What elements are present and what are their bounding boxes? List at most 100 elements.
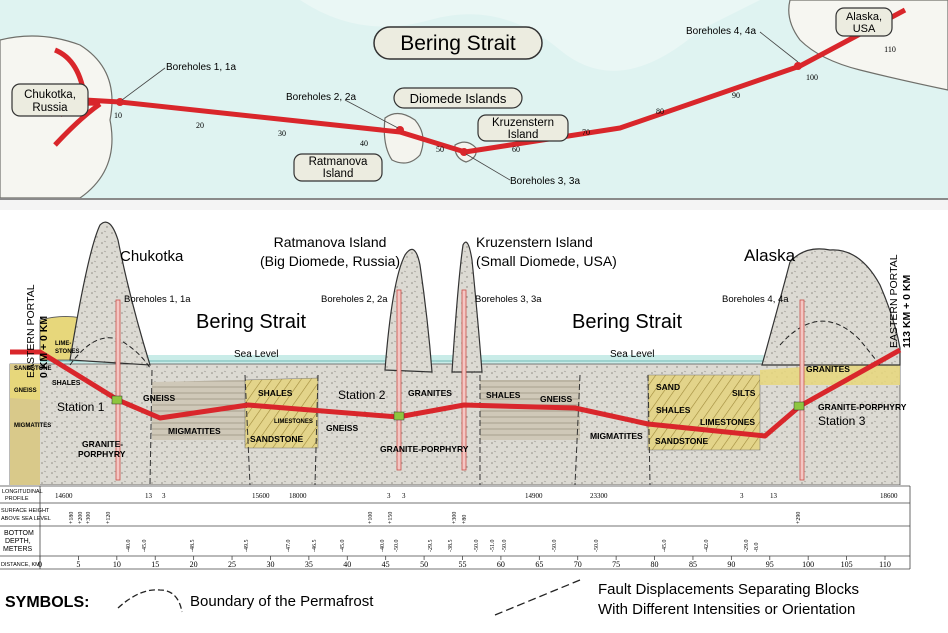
row-label-depth: DEPTH, <box>5 538 31 545</box>
map-title-box <box>373 26 543 60</box>
distance-label: 100 <box>802 560 814 569</box>
depth-value: -40.0 <box>126 540 132 553</box>
map-km-mark: 100 <box>806 73 818 82</box>
map-km-mark: 80 <box>656 107 664 116</box>
distance-label: 70 <box>574 560 582 569</box>
geo-migmatites-right: MIGMATITES <box>590 431 643 441</box>
geo-granite-porphyry-right: GRANITE-PORPHYRY <box>818 402 907 412</box>
depth-value: -38.5 <box>448 540 454 553</box>
alaska-map-label: Alaska, <box>846 11 882 23</box>
distance-label: 15 <box>151 560 159 569</box>
geo-migmatites: MIGMATITES <box>168 426 221 436</box>
map-km-mark: 30 <box>278 129 286 138</box>
sea-level-right: Sea Level <box>610 349 654 360</box>
kruzenstern-map-label: Island <box>508 129 539 141</box>
diomede-map-box <box>393 87 523 109</box>
geo-shales: SHALES <box>258 388 293 398</box>
section-borehole-label: Boreholes 1, 1a <box>124 294 191 305</box>
chukotka-map-box <box>11 83 89 117</box>
row-label-depth: BOTTOM <box>4 530 34 537</box>
symbols-legend: SYMBOLS: Boundary of the Permafrost Faul… <box>0 570 948 633</box>
map-km-mark: 10 <box>114 111 122 120</box>
distance-label: 95 <box>766 560 774 569</box>
distance-label: 45 <box>382 560 390 569</box>
profile-value: 3 <box>387 492 391 500</box>
geo-limestones-right: LIMESTONES <box>700 417 755 427</box>
distance-label: 25 <box>228 560 236 569</box>
section-ratmanova-label: (Big Diomede, Russia) <box>260 253 400 269</box>
geo-sandstone-mid: SANDSTONE <box>250 434 304 444</box>
profile-value: 18600 <box>880 492 898 500</box>
station-2-marker <box>393 411 405 421</box>
geo-gneiss-mid: GNEISS <box>326 423 358 433</box>
surface-height-value: +100 <box>368 512 374 524</box>
geo-sandstone-right: SANDSTONE <box>655 436 709 446</box>
row-label-distance: DISTANCE, KM <box>1 562 40 568</box>
depth-value: -49.5 <box>244 540 250 553</box>
distance-label: 105 <box>841 560 853 569</box>
kruzenstern-map-box <box>477 114 569 142</box>
map-km-mark: 90 <box>732 91 740 100</box>
permafrost-symbol <box>117 589 183 613</box>
map-borehole-label: Boreholes 3, 3a <box>510 176 580 187</box>
geo-granites-mid: GRANITES <box>408 388 452 398</box>
geo-shales-far: SHALES <box>656 405 691 415</box>
row-label-profile: PROFILE <box>5 496 29 502</box>
geo-limestones: STONES <box>55 349 80 355</box>
bering-strait-left: Bering Strait <box>196 311 306 333</box>
section-chukotka-label: Chukotka <box>120 248 184 265</box>
ratmanova-map-box <box>293 153 383 182</box>
section-kruzenstern-label: Kruzenstern Island <box>476 234 593 250</box>
profile-value: 14900 <box>525 492 543 500</box>
cross-section-panel: Chukotka Ratmanova Island (Big Diomede, … <box>9 221 913 486</box>
row-label-surface: ABOVE SEA LEVEL <box>1 516 51 522</box>
distance-label: 60 <box>497 560 505 569</box>
surface-height-value: +300 <box>86 512 92 524</box>
kruzenstern-map-label: Kruzenstern <box>492 117 554 129</box>
bering-strait-right: Bering Strait <box>572 311 682 333</box>
profile-value: 3 <box>402 492 406 500</box>
distance-label: 10 <box>113 560 121 569</box>
alaska-map-label: USA <box>853 23 876 35</box>
map-km-mark: 70 <box>582 128 590 137</box>
station-3-marker <box>793 401 805 411</box>
depth-value: -50.0 <box>474 540 480 553</box>
distance-label: 30 <box>266 560 274 569</box>
geo-granite-porphyry-mid: GRANITE-PORPHYRY <box>380 444 469 454</box>
distance-label: 20 <box>190 560 198 569</box>
borehole-4-marker <box>794 62 802 70</box>
geo-gneiss-left: GNEISS <box>14 388 37 394</box>
map-km-mark: 50 <box>436 145 444 154</box>
depth-value: -48.5 <box>190 540 196 553</box>
station-1-label: Station 1 <box>57 400 105 414</box>
section-borehole-label: Boreholes 4, 4a <box>722 294 789 305</box>
depth-value: -51.0 <box>490 540 496 553</box>
distance-label: 5 <box>76 560 80 569</box>
geo-silts: SILTS <box>732 388 756 398</box>
surface-height-value: +150 <box>388 512 394 524</box>
fault-legend-text: With Different Intensities or Orientatio… <box>598 601 855 618</box>
map-km-mark: 20 <box>196 121 204 130</box>
geo-granite-porphyry: PORPHYRY <box>78 449 126 459</box>
surface-height-value: +290 <box>796 512 802 524</box>
geo-granites-right: GRANITES <box>806 364 850 374</box>
map-title: Bering Strait <box>400 32 516 55</box>
profile-value: 3 <box>162 492 166 500</box>
geo-granite-porphyry: GRANITE- <box>82 439 123 449</box>
section-borehole-label: Boreholes 3, 3a <box>475 294 542 305</box>
chukotka-landmass <box>0 35 113 199</box>
profile-value: 14600 <box>55 492 73 500</box>
chukotka-map-label: Russia <box>32 102 68 114</box>
distance-label: 40 <box>343 560 351 569</box>
surface-height-value: +300 <box>452 512 458 524</box>
depth-value: -45.0 <box>142 540 148 553</box>
depth-value: -40.0 <box>380 540 386 553</box>
profile-value: 3 <box>740 492 744 500</box>
distance-label: 110 <box>879 560 891 569</box>
alaska-map-box <box>835 7 893 37</box>
depth-value: -50.0 <box>552 540 558 553</box>
surface-height-value: +120 <box>106 512 112 524</box>
depth-value: -50.0 <box>594 540 600 553</box>
row-label-profile: LONGITUDINAL <box>2 489 43 495</box>
